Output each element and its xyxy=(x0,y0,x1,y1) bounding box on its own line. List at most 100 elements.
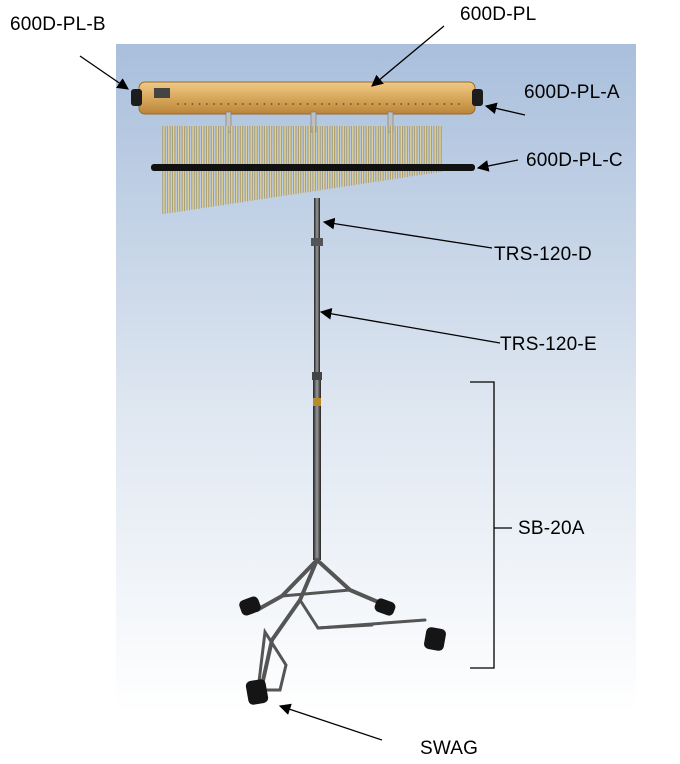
mount-hole xyxy=(213,103,215,105)
mount-hole xyxy=(205,103,208,105)
chime-rod xyxy=(389,126,394,180)
chime-rod xyxy=(341,126,345,187)
mount-hole xyxy=(198,103,201,105)
mount-hole xyxy=(184,103,187,105)
mount-hole xyxy=(321,103,323,105)
mount-hole xyxy=(191,103,194,105)
mount-hole xyxy=(328,103,331,105)
mount-hole xyxy=(429,103,431,105)
chime-rod xyxy=(302,126,307,193)
mount-hole xyxy=(378,103,381,105)
mount-hole xyxy=(393,103,395,105)
chime-rod xyxy=(356,126,360,185)
mount-hole xyxy=(220,103,223,105)
mount-hole xyxy=(400,103,403,105)
arrow-trs-120-d xyxy=(322,217,493,249)
chime-rod xyxy=(322,126,326,190)
mount-hole xyxy=(234,103,237,105)
chime-rod xyxy=(375,126,379,182)
chime-rod xyxy=(428,126,432,174)
chime-rod xyxy=(380,126,384,181)
mount-hole xyxy=(436,103,439,105)
chime-rod xyxy=(365,126,369,184)
chime-rod xyxy=(264,126,268,199)
chime-rod xyxy=(297,126,302,194)
mount-hole xyxy=(421,103,424,105)
mount-hole xyxy=(249,103,251,105)
mount-hole xyxy=(357,103,359,105)
mount-hole xyxy=(256,103,259,105)
arrow-600d-pl-a xyxy=(484,102,526,116)
label-trs-120-e: TRS-120-E xyxy=(500,334,597,355)
chime-rod xyxy=(244,126,248,202)
end-cap-left xyxy=(131,89,142,106)
chime-rod xyxy=(438,126,442,172)
chime-rod xyxy=(433,126,437,173)
mount-hole xyxy=(299,103,302,105)
chime-rod xyxy=(259,126,263,200)
chime-rod xyxy=(336,126,340,188)
label-600d-pl-a: 600D-PL-A xyxy=(524,82,620,103)
label-600d-pl-b: 600D-PL-B xyxy=(10,14,106,35)
mount-hole xyxy=(371,103,374,105)
mount-hole xyxy=(227,103,230,105)
mount-hole xyxy=(335,103,338,105)
chime-rod xyxy=(307,126,311,192)
chime-rod xyxy=(283,126,287,196)
chime-rod xyxy=(360,126,365,184)
mount-hole xyxy=(385,103,388,105)
mount-hole xyxy=(342,103,345,105)
chime-rod xyxy=(404,126,408,178)
mount-hole xyxy=(414,103,417,105)
chime-rod xyxy=(346,126,350,186)
cross-rod xyxy=(151,164,475,171)
stand-upper-tube xyxy=(311,198,323,373)
mount-hole xyxy=(285,103,287,105)
annotation-arrows xyxy=(79,25,526,741)
label-trs-120-d: TRS-120-D xyxy=(494,244,592,265)
arrow-600d-pl-c xyxy=(476,159,519,172)
tripod-base xyxy=(255,558,427,692)
chime-rod xyxy=(288,126,292,195)
bracket-sb-20a xyxy=(470,381,512,669)
arrow-trs-120-e xyxy=(319,308,501,344)
chime-rod xyxy=(317,126,321,191)
mount-hole xyxy=(457,103,460,105)
chime-rod xyxy=(293,126,297,195)
chime-rod xyxy=(423,126,428,175)
chime-rod xyxy=(273,126,277,198)
chime-rod xyxy=(327,126,331,189)
chime-rod xyxy=(268,126,273,198)
chime-rod xyxy=(249,126,253,201)
chime-rod xyxy=(278,126,282,197)
chime-rod xyxy=(419,126,423,175)
mount-hole xyxy=(313,103,316,105)
mount-hole xyxy=(364,103,367,105)
mount-hole xyxy=(277,103,280,105)
label-600d-pl: 600D-PL xyxy=(460,4,537,25)
label-swag: SWAG xyxy=(420,738,479,759)
chime-rod xyxy=(254,126,258,200)
mount-hole xyxy=(407,103,410,105)
label-600d-pl-c: 600D-PL-C xyxy=(526,150,623,171)
stand-lower-tube xyxy=(312,372,322,560)
mount-hole xyxy=(270,103,273,105)
chime-rod xyxy=(399,126,403,178)
wooden-mount-bar xyxy=(138,81,476,115)
arrow-600d-pl-b xyxy=(79,55,129,90)
brand-logo-icon xyxy=(154,88,170,98)
label-sb-20a: SB-20A xyxy=(518,518,585,539)
chime-rod xyxy=(385,126,389,181)
mount-hole xyxy=(349,103,352,105)
arrow-600d-pl xyxy=(371,25,445,87)
chime-rod xyxy=(331,126,336,189)
arrow-swag xyxy=(278,703,383,741)
end-cap-right xyxy=(472,89,483,106)
chime-rod xyxy=(351,126,355,186)
mount-hole xyxy=(292,103,295,105)
mount-hole xyxy=(177,103,179,105)
mount-hole xyxy=(241,103,244,105)
chime-rod xyxy=(370,126,374,183)
chime-rod xyxy=(312,126,316,192)
